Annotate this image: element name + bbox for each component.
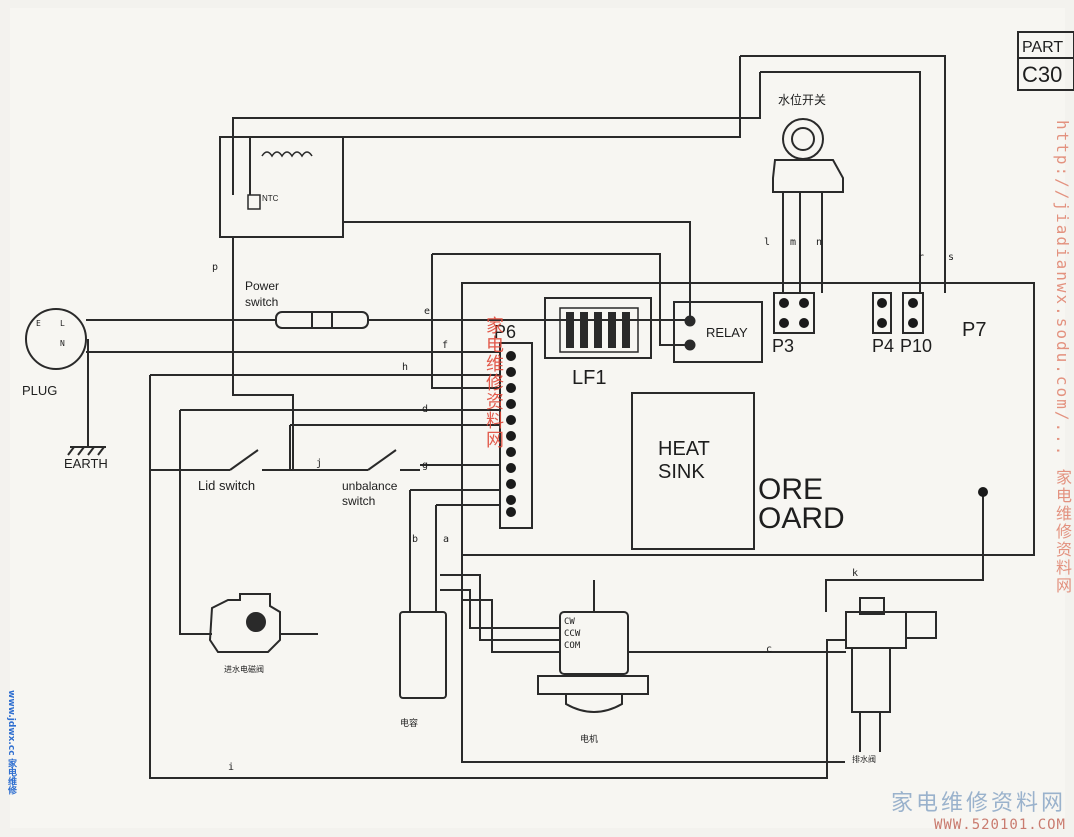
wire-letter-h: h xyxy=(402,362,408,373)
heat-sink-label-1: HEAT xyxy=(658,438,710,460)
part-box xyxy=(1017,31,1074,91)
p4-connector xyxy=(872,292,892,334)
capacitor-label: 电容 xyxy=(400,717,418,728)
water-level-switch xyxy=(772,118,844,293)
heat-sink-label-2: SINK xyxy=(658,461,705,483)
lf1-label: LF1 xyxy=(572,367,606,389)
plug-e-label: E xyxy=(36,319,41,328)
drain-valve-label: 排水阀 xyxy=(852,754,876,764)
p3-connector xyxy=(773,292,815,334)
wire-letter-s: s xyxy=(948,252,954,263)
relay-label: RELAY xyxy=(706,325,748,340)
heat-sink xyxy=(631,392,755,550)
power-switch-label-1: Power xyxy=(245,279,279,293)
wire-letter-a: a xyxy=(443,534,449,545)
wsw-m-label: m xyxy=(790,237,796,248)
unbalance-label-2: switch xyxy=(342,494,375,508)
drain-valve xyxy=(845,597,937,752)
p6-label: P6 xyxy=(494,322,516,342)
core-board-label-1: ORE xyxy=(758,473,823,506)
plug-n-label: N xyxy=(60,339,65,348)
p3-label: P3 xyxy=(772,336,794,356)
unbalance-switch xyxy=(340,449,420,471)
part-label: PART xyxy=(1022,39,1063,56)
wire-letter-g: g xyxy=(422,460,428,471)
core-board xyxy=(461,282,1035,556)
motor-com-label: COM xyxy=(564,641,581,651)
p7-label: P7 xyxy=(962,319,986,341)
bottom-watermark-url: WWW.520101.COM xyxy=(933,817,1066,833)
plug-label: PLUG xyxy=(22,383,57,398)
wire-letter-r: r xyxy=(918,252,924,263)
p4-label: P4 xyxy=(872,336,894,356)
wsw-l-label: l xyxy=(764,237,770,248)
right-watermark: http://jiadianwx.sodu.com/... 家电维修资料网 xyxy=(1053,120,1072,595)
bottom-watermark: 家电维修资料网 WWW.520101.COM xyxy=(891,785,1066,833)
wire-letter-d: d xyxy=(422,404,428,415)
lf1-box xyxy=(544,297,652,359)
unbalance-label-1: unbalance xyxy=(342,479,398,493)
p10-label: P10 xyxy=(900,336,932,356)
p10-connector xyxy=(902,292,924,334)
plug-l-label: L xyxy=(60,319,65,328)
water-level-switch-label: 水位开关 xyxy=(778,92,826,107)
lf1-coil-pattern xyxy=(566,312,630,348)
earth-label: EARTH xyxy=(64,456,108,471)
p6-pins xyxy=(506,351,516,517)
left-watermark: www.jdwx.cc 家电维修 xyxy=(6,690,16,795)
wsw-n-label: n xyxy=(816,237,822,248)
wire-letter-p: p xyxy=(212,262,218,273)
lid-switch-label: Lid switch xyxy=(198,478,255,493)
wire-letter-j: j xyxy=(316,458,322,469)
wire-letter-k: k xyxy=(852,568,858,579)
plug-socket xyxy=(25,308,87,370)
wire-letter-e: e xyxy=(424,306,430,317)
relay xyxy=(673,301,763,363)
power-switch-label-2: switch xyxy=(245,295,278,309)
inlet-valve xyxy=(208,593,318,653)
wire-letter-f: f xyxy=(442,340,448,351)
motor xyxy=(537,580,649,713)
wire-letter-i: i xyxy=(228,762,234,773)
motor-label: 电机 xyxy=(580,733,598,744)
header-pins xyxy=(779,298,988,497)
core-board-label-2: OARD xyxy=(758,502,845,535)
p6-watermark: 家电维修资料网 xyxy=(483,316,504,449)
ntc-label: NTC xyxy=(262,194,279,203)
wire-letter-b: b xyxy=(412,534,418,545)
bottom-watermark-cn: 家电维修资料网 xyxy=(890,791,1066,816)
earth-symbol xyxy=(67,339,106,456)
wire-letter-c: c xyxy=(766,644,772,655)
motor-cw-label: CW xyxy=(564,617,575,627)
capacitor xyxy=(399,611,447,699)
p6-connector xyxy=(499,342,533,529)
part-code: C30 xyxy=(1022,62,1062,87)
motor-ccw-label: CCW xyxy=(564,629,581,639)
inlet-valve-label: 进水电磁阀 xyxy=(224,664,264,674)
